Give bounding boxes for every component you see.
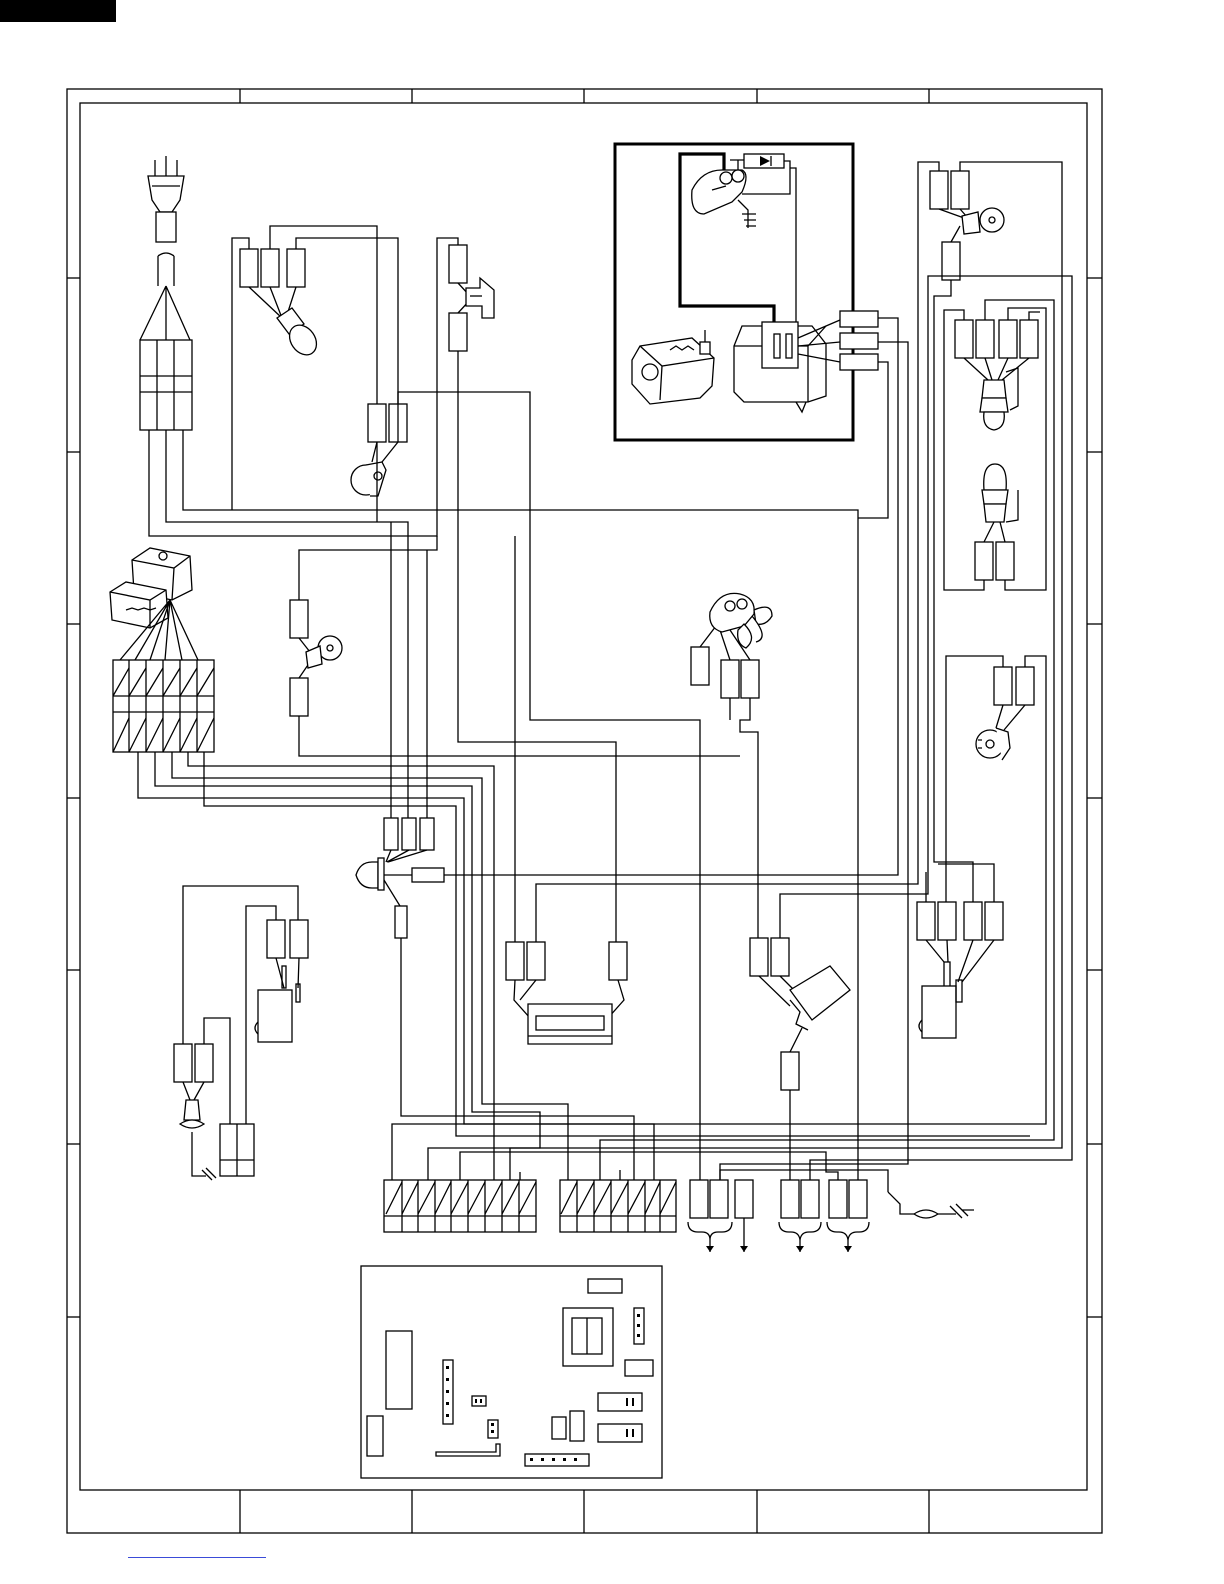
thermostat-icon xyxy=(290,600,342,716)
heater-icon xyxy=(506,942,627,1044)
magnetron-icon xyxy=(632,330,714,404)
ground-icon xyxy=(174,1044,254,1180)
lamp-icon xyxy=(249,287,322,360)
switch-icon xyxy=(750,938,850,1090)
plug-icon xyxy=(140,156,190,340)
transformer-icon xyxy=(734,322,826,412)
lamp-connectors-upper xyxy=(240,249,305,287)
magnetron-hv-compartment xyxy=(615,144,853,440)
fan-motor-icon xyxy=(691,593,772,698)
switch-icon xyxy=(917,902,1003,1038)
lamp-icon xyxy=(975,464,1018,580)
relay-icon xyxy=(110,548,198,660)
lamp-icon xyxy=(955,320,1038,430)
motor-icon xyxy=(976,667,1034,760)
terminal-strip-b xyxy=(560,1180,676,1232)
thermostat-icon xyxy=(930,171,1004,280)
circuit-board-icon xyxy=(361,1266,662,1478)
drawing-frame xyxy=(67,89,1102,1533)
switch-icon xyxy=(255,920,308,1042)
capacitor-icon xyxy=(692,170,756,228)
relay-connector-block xyxy=(113,660,214,752)
noise-filter xyxy=(140,340,192,430)
switch-icon xyxy=(449,245,494,351)
hv-connectors xyxy=(840,311,878,370)
ground-icon xyxy=(888,1192,974,1218)
terminal-strip-a xyxy=(384,1180,536,1232)
terminal-connectors-c xyxy=(688,1180,869,1252)
footer-link-rule xyxy=(128,1557,266,1558)
lamp-icon xyxy=(356,818,444,938)
